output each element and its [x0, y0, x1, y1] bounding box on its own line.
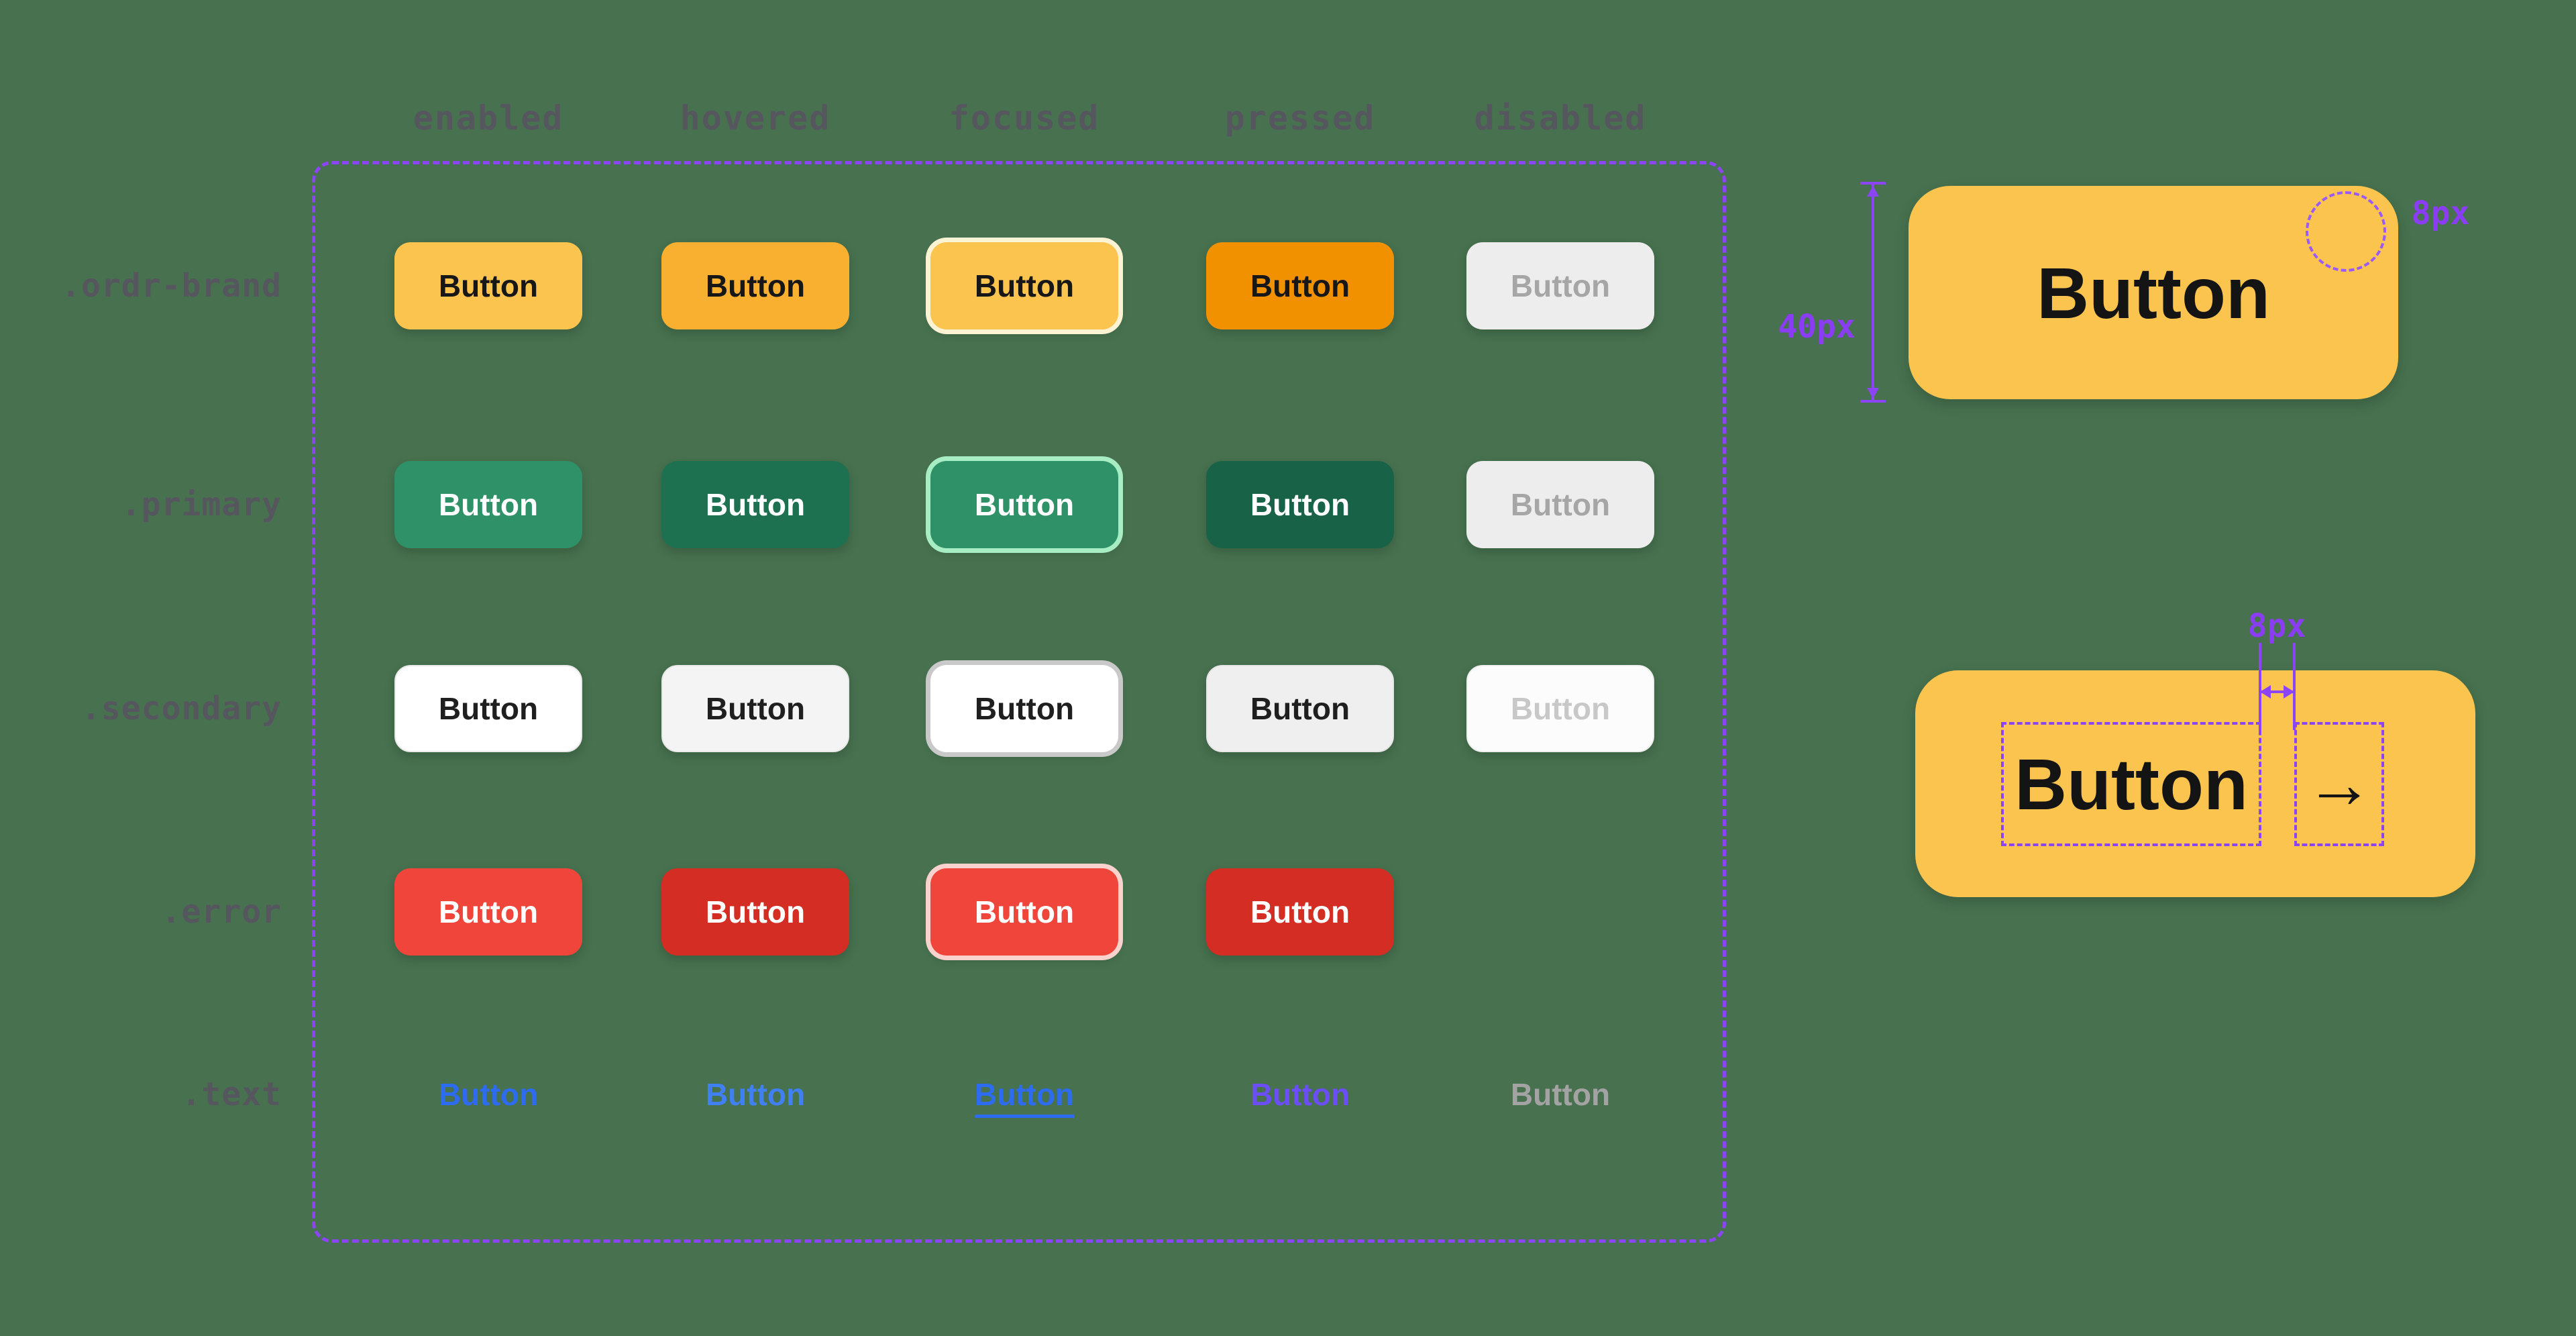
row-label-ordr-brand: .ordr-brand — [61, 267, 282, 305]
arrow-right-icon: → — [2305, 746, 2373, 822]
button-error-hovered[interactable]: Button — [661, 868, 849, 956]
button-text-enabled[interactable]: Button — [438, 1077, 539, 1112]
button-error-enabled[interactable]: Button — [394, 868, 582, 956]
button-state-matrix-frame — [312, 161, 1726, 1243]
dimension-vertical-line — [1872, 182, 1874, 403]
column-header-disabled: disabled — [1474, 99, 1647, 138]
button-secondary-hovered[interactable]: Button — [661, 665, 849, 752]
corner-radius-circle — [2306, 191, 2386, 272]
height-dimension-line — [1860, 182, 1886, 403]
button-text-pressed[interactable]: Button — [1250, 1077, 1350, 1112]
button-error-focused[interactable]: Button — [930, 868, 1118, 956]
button-ordr-brand-focused[interactable]: Button — [930, 242, 1118, 329]
gap-dimension-label: 8px — [2247, 607, 2306, 645]
button-error-pressed[interactable]: Button — [1206, 868, 1394, 956]
column-header-enabled: enabled — [413, 99, 564, 138]
spec-height-button-label: Button — [2037, 252, 2270, 333]
button-ordr-brand-hovered[interactable]: Button — [661, 242, 849, 329]
spec-gap-button[interactable]: Button → — [1915, 670, 2475, 897]
label-bounding-box: Button — [2001, 722, 2261, 846]
spec-height-button[interactable]: Button — [1909, 186, 2398, 399]
row-label-secondary: .secondary — [81, 690, 282, 727]
dimension-cap-bottom — [1860, 400, 1886, 403]
gap-arrow-right-icon — [2284, 685, 2294, 699]
column-header-focused: focused — [949, 99, 1100, 138]
row-label-primary: .primary — [121, 486, 282, 523]
button-primary-hovered[interactable]: Button — [661, 461, 849, 548]
row-label-text: .text — [181, 1076, 282, 1113]
button-primary-pressed[interactable]: Button — [1206, 461, 1394, 548]
spec-gap-button-label: Button — [2015, 743, 2248, 825]
dimension-arrow-down-icon — [1867, 388, 1879, 399]
button-secondary-pressed[interactable]: Button — [1206, 665, 1394, 752]
button-ordr-brand-disabled[interactable]: Button — [1466, 242, 1654, 329]
icon-bounding-box: → — [2294, 722, 2384, 846]
column-header-hovered: hovered — [680, 99, 831, 138]
height-dimension-label: 40px — [1778, 308, 1856, 346]
button-text-focused[interactable]: Button — [974, 1077, 1075, 1112]
gap-guide-line-right — [2293, 643, 2296, 730]
button-ordr-brand-enabled[interactable]: Button — [394, 242, 582, 329]
row-label-error: .error — [161, 893, 282, 931]
corner-radius-label: 8px — [2411, 195, 2470, 232]
gap-dimension-line — [2261, 690, 2293, 693]
column-header-pressed: pressed — [1224, 99, 1376, 138]
button-secondary-focused[interactable]: Button — [930, 665, 1118, 752]
button-ordr-brand-pressed[interactable]: Button — [1206, 242, 1394, 329]
button-secondary-disabled[interactable]: Button — [1466, 665, 1654, 752]
button-text-disabled[interactable]: Button — [1510, 1077, 1611, 1112]
gap-arrow-left-icon — [2260, 685, 2271, 699]
button-text-hovered[interactable]: Button — [705, 1077, 806, 1112]
button-primary-enabled[interactable]: Button — [394, 461, 582, 548]
button-secondary-enabled[interactable]: Button — [394, 665, 582, 752]
button-primary-disabled[interactable]: Button — [1466, 461, 1654, 548]
button-primary-focused[interactable]: Button — [930, 461, 1118, 548]
